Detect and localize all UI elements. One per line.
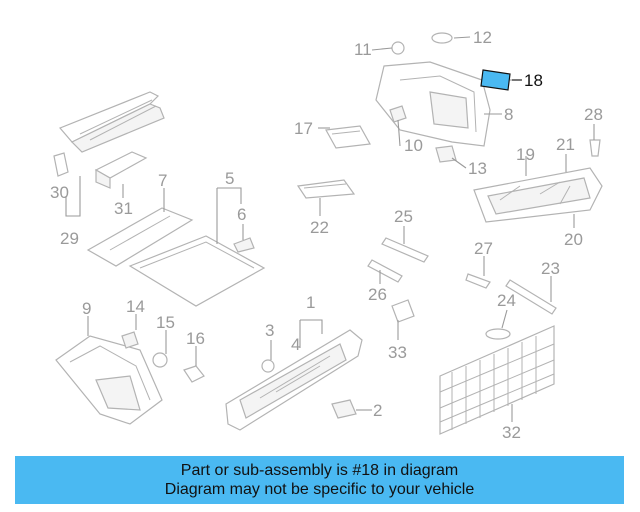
part-16-fastener [183,365,205,383]
callout-32: 32 [502,423,521,442]
callout-30: 30 [50,183,69,202]
callout-25: 25 [394,207,413,226]
part-23-bar [505,279,557,315]
callout-14: 14 [126,297,145,316]
part-13-clip [435,145,457,163]
callout-2: 2 [373,401,382,420]
part-3-clip [261,359,275,373]
callout-1: 1 [306,293,315,312]
floor-panel-part-7 [86,207,194,267]
part-30-clip [53,152,69,177]
part-17-trim [325,125,371,149]
part-11-clip [391,41,405,55]
callout-31: 31 [114,199,133,218]
callout-22: 22 [310,218,329,237]
quarter-trim-part-8 [375,61,491,147]
part-31-bracket [94,151,148,189]
storage-tray-part-19 [473,167,603,223]
callout-21: 21 [556,135,575,154]
callout-33: 33 [388,343,407,362]
callout-16: 16 [186,329,205,348]
callout-12: 12 [473,28,492,47]
info-banner: Part or sub-assembly is #18 in diagram D… [15,456,624,504]
callout-15: 15 [156,313,175,332]
sill-plate-part-1 [225,329,363,431]
callout-labels: 1 2 3 4 5 6 7 8 9 10 11 12 13 14 15 16 1… [50,28,603,442]
side-trim-part-9 [55,335,163,425]
part-15-cap [152,352,168,368]
callout-28: 28 [584,105,603,124]
leader-lines [65,36,595,422]
part-28-clip [589,139,601,157]
callout-4: 4 [291,335,300,354]
callout-6: 6 [237,205,246,224]
callout-29: 29 [60,229,79,248]
cargo-cover-part [58,91,165,153]
part-25-tool [381,237,429,263]
callout-7: 7 [158,171,167,190]
floor-panel-part-5 [128,235,266,307]
callout-26: 26 [368,285,387,304]
callout-8: 8 [504,105,513,124]
callout-10: 10 [404,136,423,155]
part-2-clip [331,399,357,419]
banner-line-1: Part or sub-assembly is #18 in diagram [180,462,459,479]
part-26-wrench [367,259,403,283]
highlighted-part-18[interactable] [480,69,511,91]
callout-9: 9 [82,299,91,318]
cargo-net-part-32 [439,325,555,435]
callout-18[interactable]: 18 [524,71,543,90]
part-24-strap [485,328,511,340]
part-14-clip [121,331,139,349]
callout-20: 20 [564,230,583,249]
banner-line-2: Diagram may not be specific to your vehi… [164,481,475,498]
part-22-jack [296,179,356,199]
callout-17: 17 [294,119,313,138]
part-6-clip [233,237,255,253]
part-12-cap [431,32,453,44]
parts-diagram: 1 2 3 4 5 6 7 8 9 10 11 12 13 14 15 16 1… [50,28,603,442]
part-33-bracket [391,299,415,323]
callout-19: 19 [516,145,535,164]
callout-3: 3 [265,321,274,340]
part-27-clip [465,273,491,289]
part-10-clip [389,105,407,123]
callout-13: 13 [468,159,487,178]
callout-5: 5 [225,169,234,188]
callout-27: 27 [474,239,493,258]
callout-23: 23 [541,259,560,278]
callout-11: 11 [354,40,372,59]
callout-24: 24 [497,291,516,310]
